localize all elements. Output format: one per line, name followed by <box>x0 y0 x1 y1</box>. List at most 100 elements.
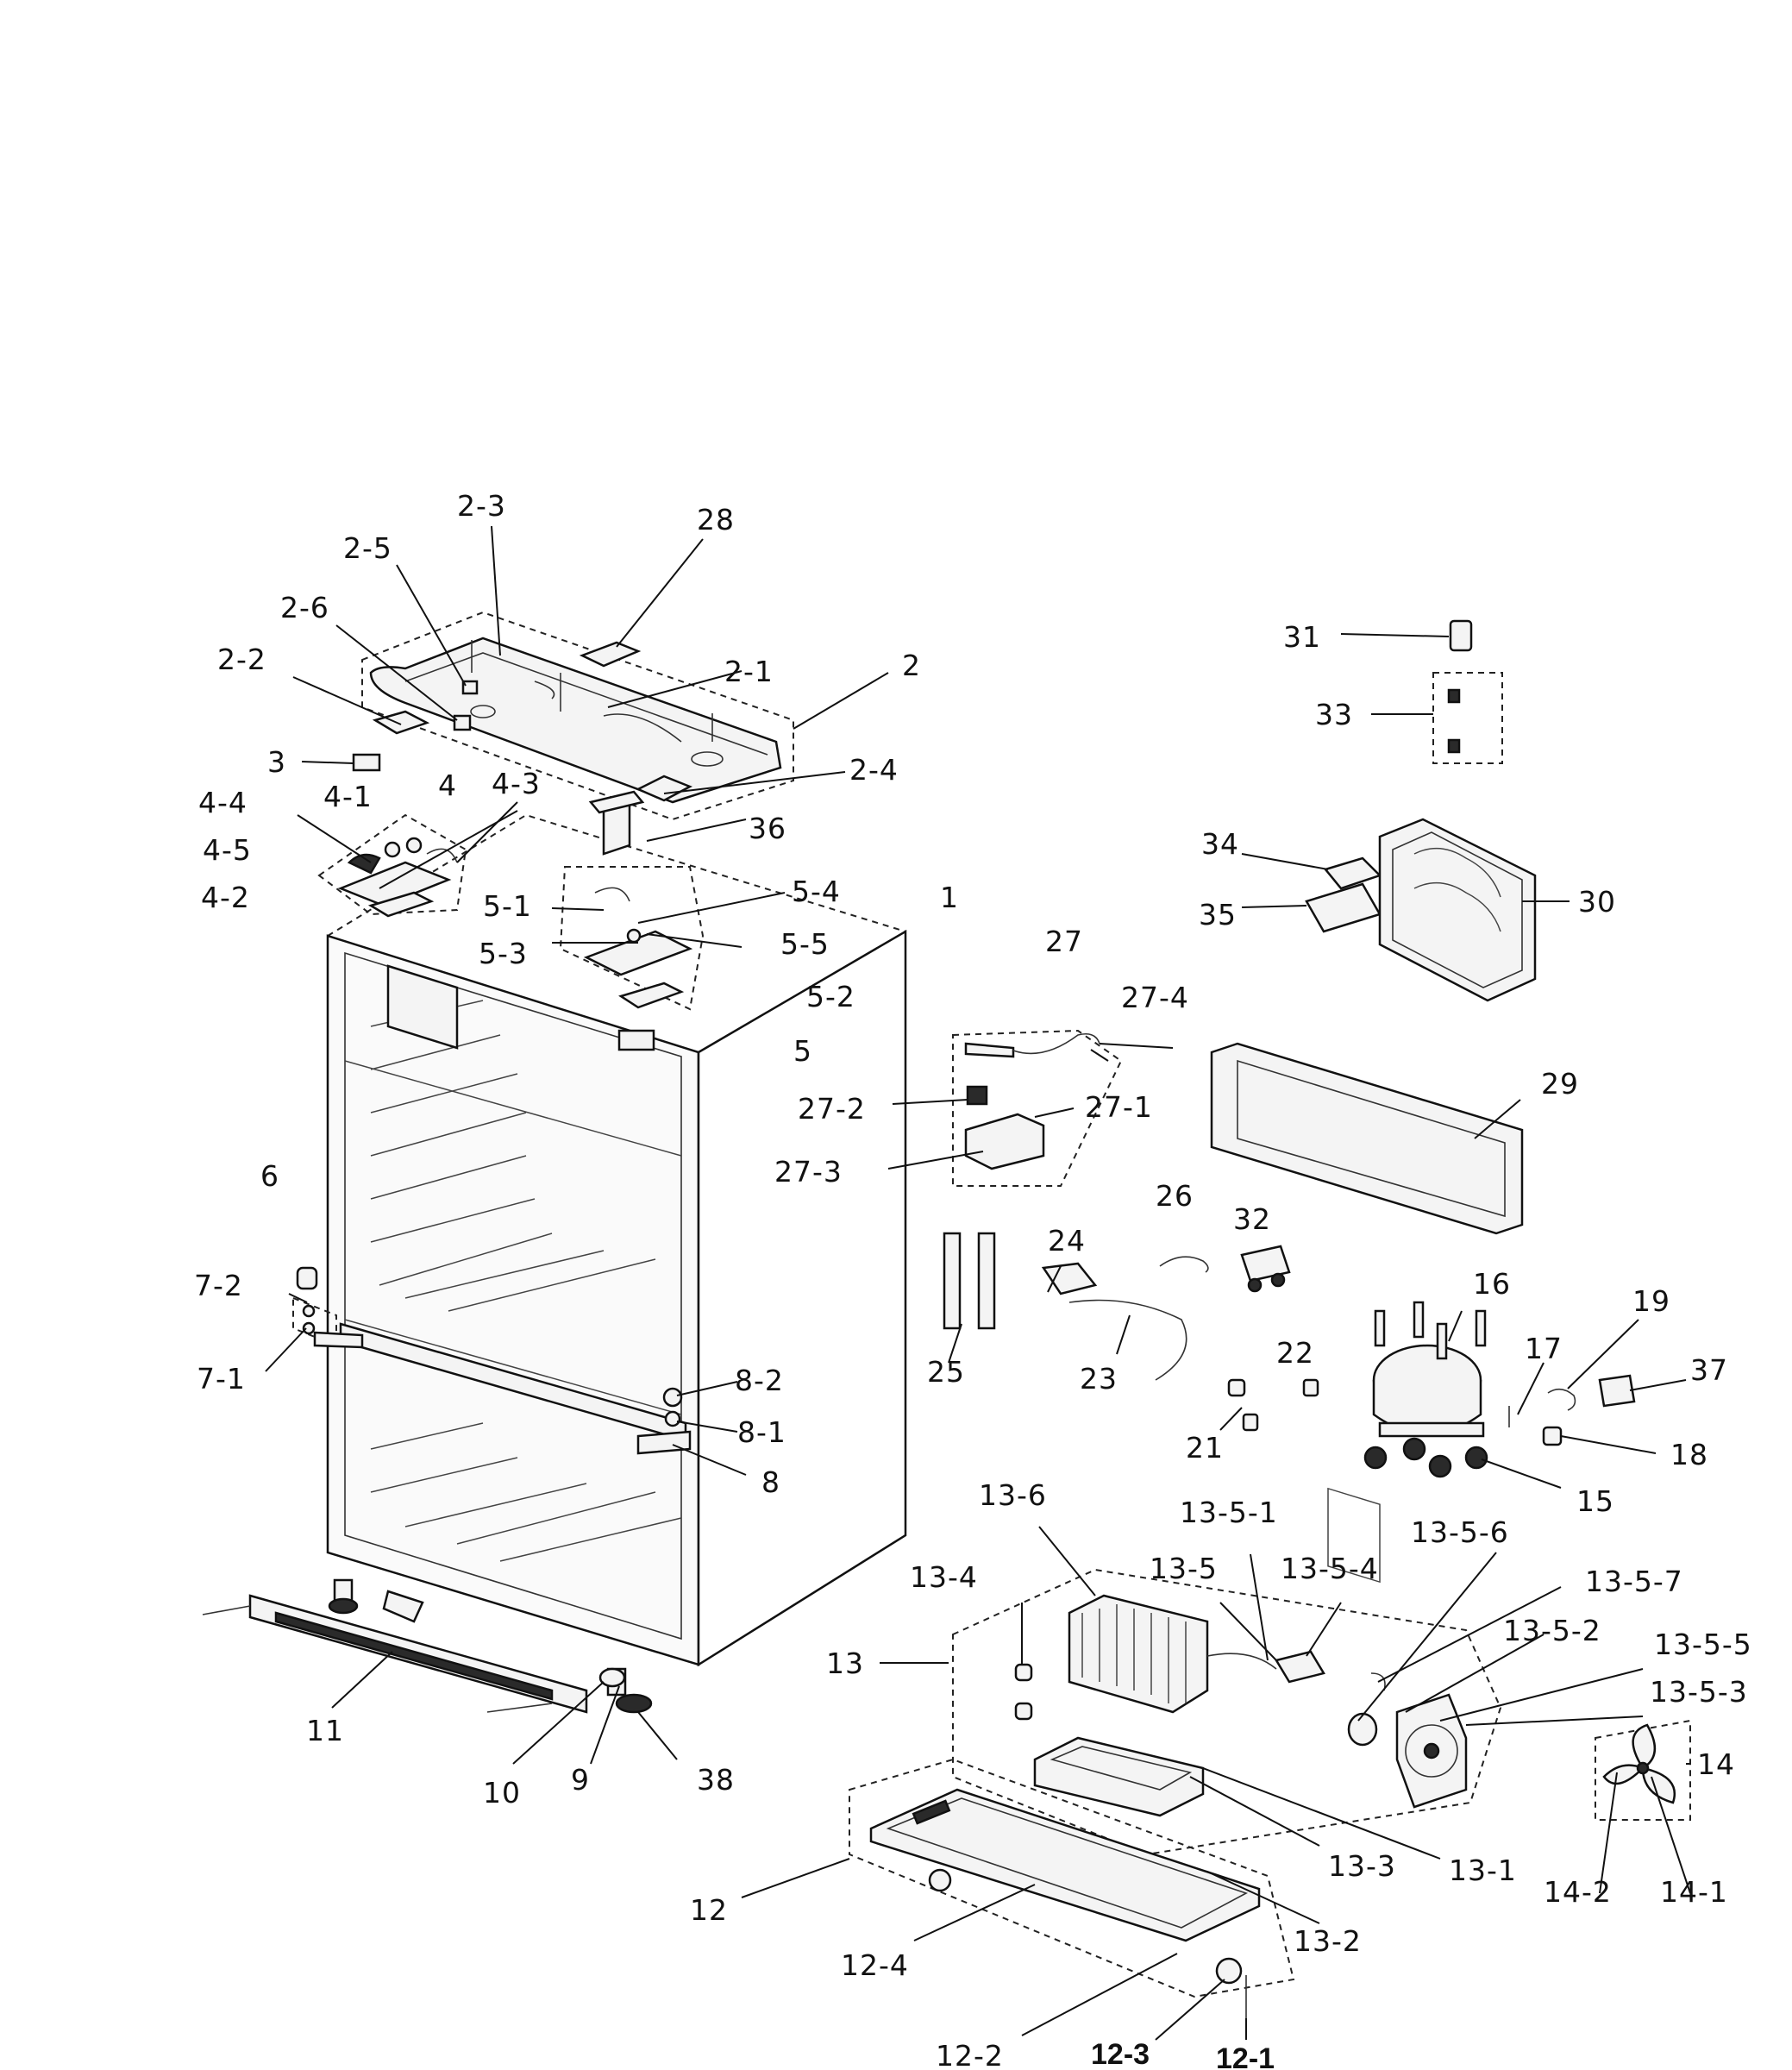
callout-27-3: 27-3 <box>774 1155 843 1189</box>
fan-blade-14 <box>1595 1719 1691 1821</box>
callout-17: 17 <box>1525 1332 1563 1365</box>
callout-26: 26 <box>1156 1179 1194 1213</box>
callout-14-2: 14-2 <box>1544 1875 1612 1909</box>
callout-36: 36 <box>749 812 786 845</box>
callout-7-1: 7-1 <box>197 1362 246 1396</box>
callout-13-6: 13-6 <box>979 1478 1047 1512</box>
callout-13-5: 13-5 <box>1150 1552 1218 1585</box>
callout-29: 29 <box>1541 1067 1579 1101</box>
left-hinge-assembly <box>317 813 467 918</box>
callout-14-1: 14-1 <box>1660 1875 1728 1909</box>
callout-28: 28 <box>697 503 735 536</box>
callout-19: 19 <box>1632 1284 1670 1318</box>
callout-8-1: 8-1 <box>737 1415 786 1449</box>
callout-2-2: 2-2 <box>217 643 266 676</box>
leveling-feet <box>328 1578 653 1714</box>
callout-37: 37 <box>1690 1353 1728 1387</box>
callout-12-3: 12-3 <box>1091 2038 1150 2070</box>
refrigerator-cabinet <box>326 813 907 1667</box>
callout-13-5-7: 13-5-7 <box>1585 1565 1683 1598</box>
callout-2-3: 2-3 <box>457 489 506 523</box>
callout-13-5-3: 13-5-3 <box>1650 1675 1748 1709</box>
part-18 <box>1542 1426 1563 1446</box>
callout-2-6: 2-6 <box>280 591 329 624</box>
callout-13-5-6: 13-5-6 <box>1411 1515 1509 1549</box>
callout-13-3: 13-3 <box>1328 1849 1396 1883</box>
compressor-16 <box>1363 1301 1488 1478</box>
callout-4-5: 4-5 <box>203 833 252 867</box>
callout-13-2: 13-2 <box>1294 1924 1362 1958</box>
back-panel-30 <box>1378 818 1537 1002</box>
callout-8-2: 8-2 <box>735 1364 784 1397</box>
callout-24: 24 <box>1048 1224 1086 1258</box>
callout-5-1: 5-1 <box>483 889 532 923</box>
top-cover-assembly <box>352 611 794 821</box>
callout-5-4: 5-4 <box>792 875 841 908</box>
door-stop-parts <box>292 1266 364 1349</box>
callout-13-5-2: 13-5-2 <box>1503 1614 1601 1647</box>
callout-23: 23 <box>1080 1362 1118 1396</box>
callout-10: 10 <box>483 1776 521 1810</box>
callout-15: 15 <box>1576 1484 1614 1518</box>
callout-4-2: 4-2 <box>201 881 250 914</box>
callout-9: 9 <box>571 1763 590 1797</box>
callout-2: 2 <box>902 649 921 682</box>
callout-31: 31 <box>1283 620 1321 654</box>
callout-27-4: 27-4 <box>1121 981 1189 1014</box>
callout-21: 21 <box>1186 1431 1224 1465</box>
callout-14: 14 <box>1697 1747 1735 1781</box>
callout-3: 3 <box>267 745 286 779</box>
callout-27: 27 <box>1045 925 1083 958</box>
callout-5: 5 <box>793 1034 812 1068</box>
callout-38: 38 <box>697 1763 735 1797</box>
callout-13-5-1: 13-5-1 <box>1180 1496 1278 1529</box>
callout-25: 25 <box>927 1355 965 1389</box>
hinge-bracket-36 <box>588 790 645 856</box>
wire-26 <box>1159 1256 1209 1273</box>
callout-5-5: 5-5 <box>780 927 830 961</box>
callout-5-3: 5-3 <box>479 937 528 970</box>
rear-cover-29 <box>1210 1042 1524 1584</box>
callout-33: 33 <box>1315 698 1353 731</box>
callout-34: 34 <box>1201 827 1239 861</box>
callout-13-4: 13-4 <box>910 1560 978 1594</box>
callout-5-2: 5-2 <box>806 980 855 1013</box>
callout-2-5: 2-5 <box>343 531 392 565</box>
callout-labels: 2-3 28 2-5 2-6 2-2 2-1 2 3 2-4 4-4 4-1 4… <box>194 489 1751 2070</box>
callout-12-1: 12-1 <box>1216 2042 1275 2070</box>
callout-13-5-4: 13-5-4 <box>1281 1552 1379 1585</box>
part-21b <box>1242 1413 1259 1432</box>
defrost-heater-23-24 <box>1041 1262 1187 1381</box>
center-hinge-parts <box>636 1387 692 1455</box>
callout-27-1: 27-1 <box>1085 1090 1153 1124</box>
callout-13-1: 13-1 <box>1449 1854 1517 1887</box>
callout-6: 6 <box>260 1159 279 1193</box>
callout-27-2: 27-2 <box>798 1092 866 1126</box>
callout-1: 1 <box>940 881 959 914</box>
right-hinge-assembly <box>559 866 705 1011</box>
callout-12-2: 12-2 <box>936 2039 1004 2070</box>
callout-18: 18 <box>1670 1438 1708 1471</box>
part-37 <box>1598 1374 1636 1408</box>
callout-8: 8 <box>761 1465 780 1499</box>
callout-4-4: 4-4 <box>198 786 247 819</box>
lower-cover-11 <box>202 1594 588 1714</box>
callout-11: 11 <box>306 1714 344 1747</box>
callout-4-1: 4-1 <box>323 780 373 813</box>
water-valve-32 <box>1240 1245 1291 1293</box>
callout-22: 22 <box>1276 1336 1314 1370</box>
callout-32: 32 <box>1233 1202 1271 1236</box>
callout-12-4: 12-4 <box>841 1948 909 1982</box>
callout-13: 13 <box>826 1647 864 1680</box>
callout-12: 12 <box>690 1893 728 1927</box>
callout-7-2: 7-2 <box>194 1269 243 1302</box>
callout-2-1: 2-1 <box>724 655 774 688</box>
callout-2-4: 2-4 <box>849 753 899 787</box>
part-19 <box>1547 1388 1576 1411</box>
machine-compartment-13 <box>952 1568 1502 1856</box>
part-21 <box>1227 1378 1246 1397</box>
callout-35: 35 <box>1199 898 1237 932</box>
drain-tubes-25 <box>943 1232 996 1330</box>
callout-4: 4 <box>438 768 457 802</box>
